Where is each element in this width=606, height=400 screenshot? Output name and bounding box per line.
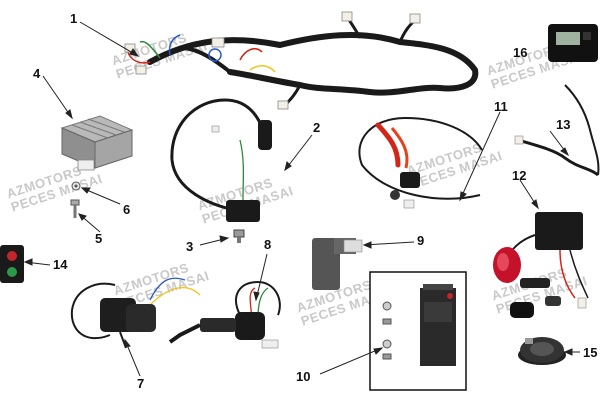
callout-15: 15 [583,345,598,360]
callout-13: 13 [556,117,571,132]
callout-1: 1 [70,11,78,26]
screw [70,199,80,218]
digital-meter [548,24,598,62]
horn [518,337,566,365]
callout-2: 2 [313,120,321,135]
main-wiring-harness [124,11,479,110]
ignition-switch [168,280,281,349]
coil-bolt [233,229,245,243]
leader-lines [23,21,580,377]
voltage-regulator [60,115,134,171]
cdi-module [312,238,363,290]
callout-7: 7 [137,376,145,391]
callout-12: 12 [512,168,527,183]
cdi-unit-with-harness [70,277,201,349]
callout-14: 14 [53,257,68,272]
battery-kit [369,271,467,391]
callout-3: 3 [186,239,194,254]
callout-8: 8 [264,237,272,252]
callout-10: 10 [296,369,311,384]
callout-5: 5 [95,231,103,246]
callout-9: 9 [417,233,425,248]
callout-11: 11 [494,99,508,114]
callout-4: 4 [33,66,41,81]
washer [71,181,81,191]
ignition-coil [170,98,272,222]
callout-6: 6 [123,202,131,217]
kill-switch-lanyard [358,116,483,209]
callout-16: 16 [513,45,528,60]
alarm-relay-unit [493,212,589,318]
sub-harness [514,84,600,177]
indicator-panel [0,245,24,283]
